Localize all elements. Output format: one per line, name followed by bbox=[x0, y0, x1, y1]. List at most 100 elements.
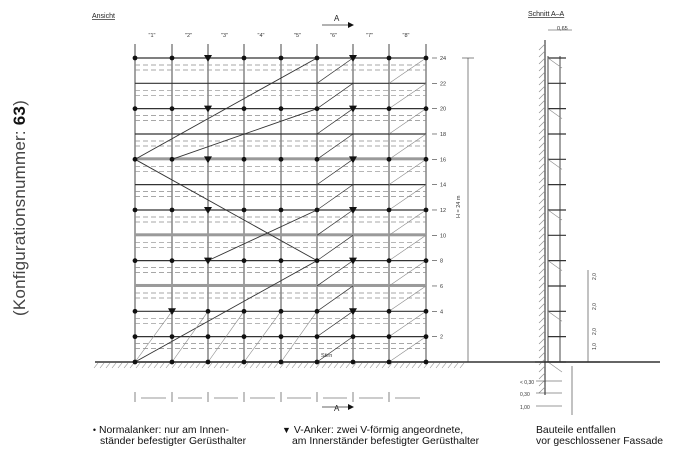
normal-anchor-marker bbox=[314, 156, 320, 162]
v-anchor-marker bbox=[204, 105, 212, 113]
level-label: 16 bbox=[440, 157, 446, 163]
column-label: "7" bbox=[366, 33, 373, 39]
section-arrow-head bbox=[348, 22, 354, 28]
level-label: 22 bbox=[440, 81, 446, 87]
wall-hatch bbox=[538, 99, 546, 107]
ground-hatch bbox=[351, 362, 357, 369]
normal-anchor-marker bbox=[278, 258, 284, 264]
wall-hatch bbox=[538, 302, 546, 310]
base-brace bbox=[171, 311, 209, 363]
configuration-label: (Konfigurationsnummer: 63) bbox=[10, 100, 29, 316]
section-marker-top: A bbox=[334, 14, 340, 23]
normal-anchor-marker bbox=[241, 55, 247, 61]
normal-anchor-marker bbox=[386, 359, 392, 365]
wall-hatch bbox=[538, 337, 546, 345]
level-label: 12 bbox=[440, 208, 446, 214]
section-brace bbox=[547, 209, 563, 221]
section-brace bbox=[547, 311, 563, 322]
wall-hatch bbox=[538, 106, 546, 114]
normal-anchor-marker bbox=[423, 334, 429, 340]
ground-hatch bbox=[285, 362, 291, 369]
normal-anchor-marker bbox=[314, 359, 320, 365]
bay-brace bbox=[388, 209, 427, 236]
ground-hatch bbox=[147, 362, 153, 369]
wall-hatch bbox=[538, 43, 546, 51]
ground-hatch bbox=[315, 362, 321, 369]
diagonal-brace bbox=[171, 108, 318, 160]
ground-hatch bbox=[303, 362, 309, 369]
ground-hatch bbox=[357, 362, 363, 369]
ground-hatch bbox=[339, 362, 345, 369]
right-dimension-label: 2,0 bbox=[592, 328, 598, 335]
v-anchor-marker bbox=[204, 156, 212, 164]
column-label: "3" bbox=[221, 33, 228, 39]
normal-anchor-marker bbox=[423, 55, 429, 61]
column-label: "1" bbox=[149, 33, 156, 39]
ground-hatch bbox=[327, 362, 333, 369]
wall-hatch bbox=[538, 204, 546, 212]
normal-anchor-marker bbox=[423, 308, 429, 314]
ground-hatch bbox=[177, 362, 183, 369]
triangle-anchor-icon: ▼ bbox=[282, 425, 291, 435]
v-anchor-marker bbox=[349, 308, 357, 316]
bay-brace bbox=[316, 133, 354, 160]
wall-hatch bbox=[538, 85, 546, 93]
normal-anchor-marker bbox=[423, 359, 429, 365]
ground-hatch bbox=[405, 362, 411, 369]
bottom-dimension-label: 0,30 bbox=[520, 392, 530, 398]
wall-hatch bbox=[538, 71, 546, 79]
ground-hatch bbox=[219, 362, 225, 369]
section-brace bbox=[547, 361, 563, 373]
column-label: "2" bbox=[185, 33, 192, 39]
right-dimension-label: 2,0 bbox=[592, 273, 598, 280]
wall-hatch bbox=[538, 253, 546, 261]
ground-hatch bbox=[159, 362, 165, 369]
normal-anchor-marker bbox=[205, 334, 211, 340]
bay-brace bbox=[388, 159, 427, 185]
wall-hatch bbox=[538, 372, 546, 380]
wall-hatch bbox=[538, 141, 546, 149]
wall-hatch bbox=[538, 113, 546, 121]
wall-hatch bbox=[538, 218, 546, 226]
normal-anchor-marker bbox=[350, 359, 356, 365]
level-label: 6 bbox=[440, 284, 443, 290]
ground-hatch bbox=[387, 362, 393, 369]
normal-anchor-marker bbox=[314, 207, 320, 213]
wall-hatch bbox=[538, 288, 546, 296]
ground-hatch bbox=[279, 362, 285, 369]
ground-hatch bbox=[171, 362, 177, 369]
ground-hatch bbox=[237, 362, 243, 369]
bay-brace bbox=[316, 57, 354, 84]
wall-hatch bbox=[538, 274, 546, 282]
section-arrow-head bbox=[348, 404, 354, 410]
level-label: 20 bbox=[440, 107, 446, 113]
wall-hatch bbox=[538, 365, 546, 373]
normal-anchor-marker bbox=[278, 334, 284, 340]
normal-anchor-marker bbox=[169, 207, 175, 213]
section-marker-bottom: A bbox=[334, 404, 340, 413]
bay-brace bbox=[316, 311, 354, 337]
level-label: 8 bbox=[440, 259, 443, 265]
ground-hatch bbox=[255, 362, 261, 369]
ground-hatch bbox=[417, 362, 423, 369]
v-anchor-marker bbox=[349, 257, 357, 265]
normal-anchor-marker bbox=[132, 106, 138, 112]
bay-brace bbox=[316, 285, 354, 312]
normal-anchor-marker bbox=[241, 106, 247, 112]
ground-hatch bbox=[231, 362, 237, 369]
bay-brace bbox=[388, 57, 427, 84]
normal-anchor-marker bbox=[278, 207, 284, 213]
v-anchor-marker bbox=[349, 55, 357, 62]
ground-hatch bbox=[243, 362, 249, 369]
column-label: "6" bbox=[330, 33, 337, 39]
wall-hatch bbox=[538, 267, 546, 275]
normal-anchor-marker bbox=[241, 156, 247, 162]
bay-brace bbox=[316, 184, 354, 211]
ground-hatch bbox=[99, 362, 105, 369]
wall-hatch bbox=[538, 190, 546, 198]
v-anchor-marker bbox=[349, 156, 357, 164]
configuration-number: 63 bbox=[10, 105, 29, 126]
normal-anchor-marker bbox=[241, 308, 247, 314]
wall-hatch bbox=[538, 169, 546, 177]
v-anchor-marker bbox=[204, 55, 212, 62]
